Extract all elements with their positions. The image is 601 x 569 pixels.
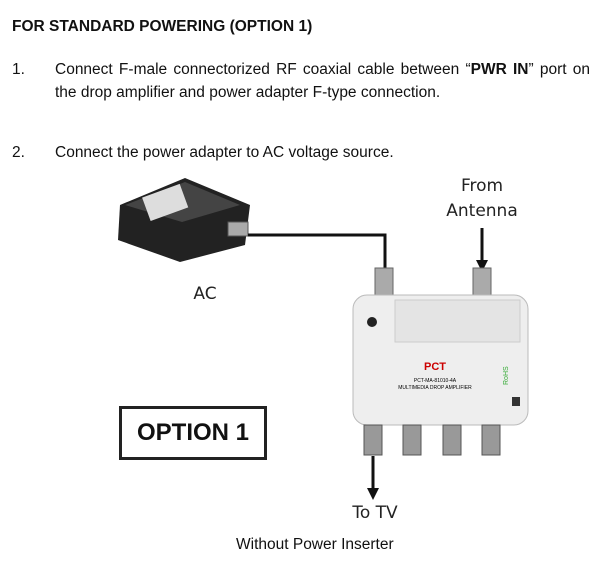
power-adapter-image bbox=[118, 178, 250, 262]
option-label-box: OPTION 1 bbox=[119, 406, 267, 460]
step-text-pre: Connect F-male connectorized RF coaxial … bbox=[55, 61, 471, 78]
step-number: 2. bbox=[12, 144, 25, 161]
from-label: From bbox=[460, 176, 504, 196]
step-text: Connect the power adapter to AC voltage … bbox=[55, 144, 394, 161]
diagram-caption: Without Power Inserter bbox=[236, 536, 394, 553]
svg-text:RoHS: RoHS bbox=[503, 366, 510, 385]
ac-label: AC bbox=[193, 284, 217, 304]
svg-text:PCT-MA-81010-4A: PCT-MA-81010-4A bbox=[414, 378, 457, 384]
svg-text:PCT: PCT bbox=[424, 361, 446, 373]
coax-cable bbox=[248, 233, 387, 270]
step-text-post: ” port on the drop amplifier and power a… bbox=[55, 61, 590, 101]
step-text: Connect F-male connectorized RF coaxial … bbox=[55, 58, 590, 104]
step-1: 1. Connect F-male connectorized RF coaxi… bbox=[12, 58, 592, 128]
svg-text:MULTIMEDIA DROP AMPLIFIER: MULTIMEDIA DROP AMPLIFIER bbox=[398, 385, 472, 391]
section-heading: FOR STANDARD POWERING (OPTION 1) bbox=[12, 18, 313, 35]
step-2: 2. Connect the power adapter to AC volta… bbox=[12, 141, 592, 165]
to-tv-label: To TV bbox=[352, 503, 398, 523]
drop-amplifier-image: PCT PCT-MA-81010-4A MULTIMEDIA DROP AMPL… bbox=[352, 267, 529, 456]
step-number: 1. bbox=[12, 61, 25, 78]
antenna-label: Antenna bbox=[446, 201, 518, 221]
pwr-in-label: PWR IN bbox=[470, 61, 529, 78]
